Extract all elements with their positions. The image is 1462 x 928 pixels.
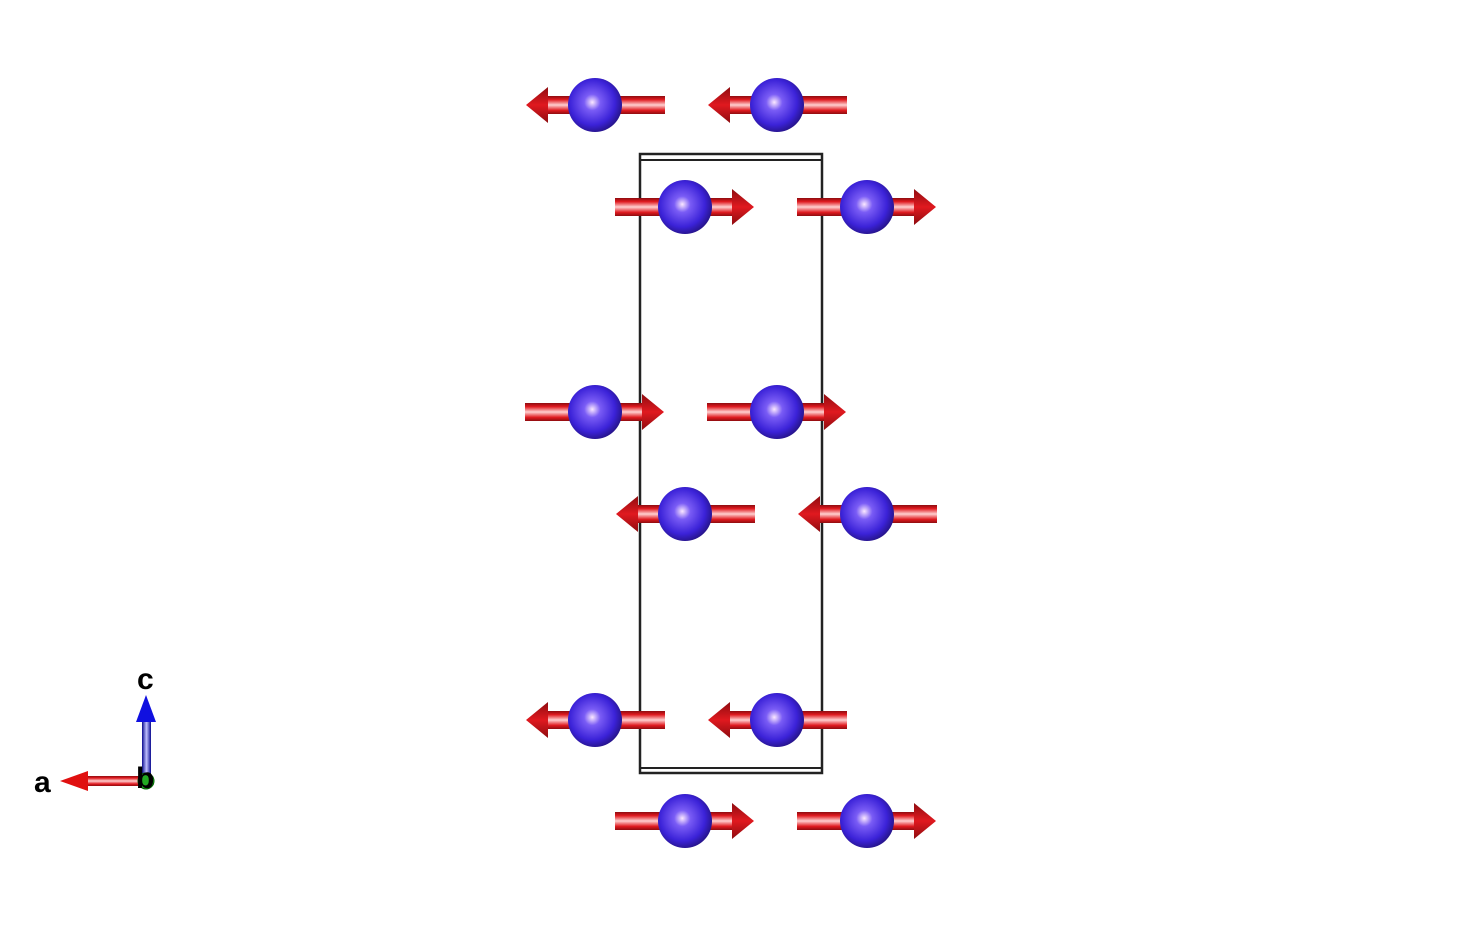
atom-sphere	[840, 180, 894, 234]
atom-site	[797, 180, 936, 234]
atom-sphere	[840, 794, 894, 848]
atom-sphere	[750, 78, 804, 132]
spin-arrow-left-icon	[798, 496, 820, 532]
atom-sphere	[658, 180, 712, 234]
axis-c-arrowhead	[136, 695, 156, 722]
unit-cell	[638, 152, 824, 775]
spin-arrow-left-icon	[616, 496, 638, 532]
spin-arrow-left-icon	[708, 87, 730, 123]
axis-a-shaft	[86, 776, 142, 786]
spin-arrow-left-icon	[526, 87, 548, 123]
atom-sphere	[750, 385, 804, 439]
atom-site	[615, 794, 754, 848]
spin-arrow-right-icon	[824, 394, 846, 430]
atom-site	[708, 78, 847, 132]
atom-site	[526, 78, 665, 132]
atom-site	[707, 385, 846, 439]
axis-b-marker	[137, 772, 155, 790]
spin-arrow-right-icon	[642, 394, 664, 430]
atom-site	[616, 487, 755, 541]
spin-arrow-right-icon	[732, 803, 754, 839]
atom-sphere	[658, 487, 712, 541]
atom-site	[615, 180, 754, 234]
spin-arrow-left-icon	[708, 702, 730, 738]
spin-arrow-right-icon	[914, 189, 936, 225]
atom-sphere	[750, 693, 804, 747]
axis-c-shaft	[142, 720, 151, 778]
atom-site	[798, 487, 937, 541]
axis-a-label: a	[34, 766, 51, 799]
axis-indicator: a c b	[34, 663, 156, 799]
atom-site	[526, 693, 665, 747]
spin-arrow-left-icon	[526, 702, 548, 738]
axis-c-label: c	[137, 663, 154, 696]
atom-site	[525, 385, 664, 439]
axis-a-arrowhead	[60, 771, 88, 791]
axis-b-label: b	[136, 762, 154, 795]
atom-sphere	[658, 794, 712, 848]
spin-arrow-right-icon	[914, 803, 936, 839]
atoms	[525, 78, 937, 848]
atom-site	[797, 794, 936, 848]
atom-sphere	[568, 385, 622, 439]
spin-arrow-right-icon	[732, 189, 754, 225]
atom-sphere	[840, 487, 894, 541]
atom-site	[708, 693, 847, 747]
atom-sphere	[568, 693, 622, 747]
atom-sphere	[568, 78, 622, 132]
